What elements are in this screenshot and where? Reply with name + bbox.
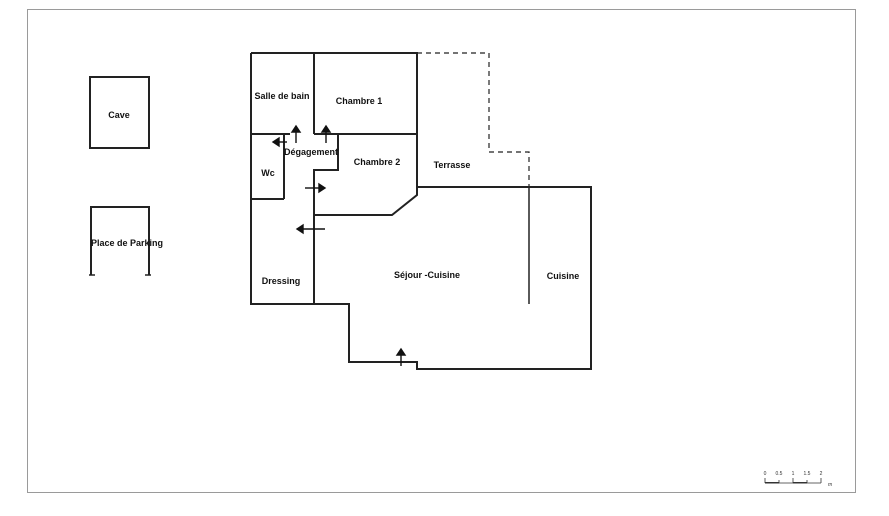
- scale-tick-label: 1: [792, 471, 795, 477]
- arrow-up-icon: [320, 124, 332, 143]
- drawing-frame: [27, 9, 856, 493]
- room-label-terrasse: Terrasse: [434, 160, 471, 170]
- arrow-left-icon: [295, 223, 325, 235]
- arrow-right-icon: [305, 182, 327, 194]
- arrow-left-icon: [271, 136, 287, 148]
- room-label-cave: Cave: [108, 110, 130, 120]
- apartment-outer-wall: [250, 52, 592, 370]
- scale-tick-label: 0: [764, 471, 767, 477]
- arrow-up-icon: [395, 347, 407, 366]
- cave-outline: [89, 76, 150, 149]
- room-label-parking: Place de Parking: [91, 238, 163, 248]
- room-label-salle-de-bain: Salle de bain: [254, 91, 309, 101]
- room-label-chambre1: Chambre 1: [336, 96, 383, 106]
- room-label-cuisine: Cuisine: [547, 271, 580, 281]
- terrasse-outline: [417, 52, 530, 187]
- scale-tick-label: 0.5: [776, 471, 783, 477]
- scale-bar: 0 0.5 1 1.5 2 m: [764, 471, 833, 488]
- room-label-wc: Wc: [261, 168, 275, 178]
- room-label-degagement: Dégagement: [284, 147, 338, 157]
- scale-unit: m: [828, 482, 832, 488]
- room-label-chambre2: Chambre 2: [354, 157, 401, 167]
- room-label-sejour: Séjour -Cuisine: [394, 270, 460, 280]
- parking-outline: [90, 206, 150, 275]
- arrow-up-icon: [290, 124, 302, 143]
- scale-tick-label: 1.5: [804, 471, 811, 477]
- room-label-dressing: Dressing: [262, 276, 301, 286]
- scale-tick-label: 2: [820, 471, 823, 477]
